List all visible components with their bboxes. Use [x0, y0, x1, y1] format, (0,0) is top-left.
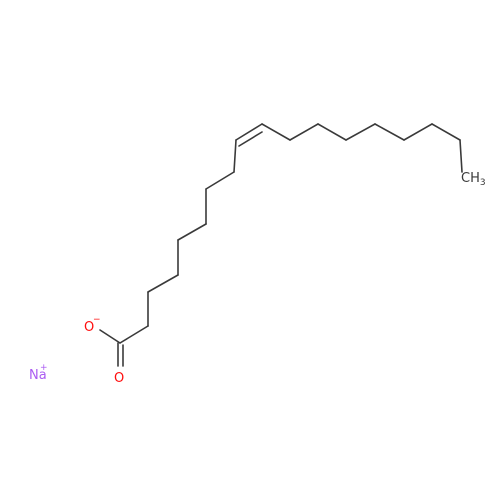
bond-c8-c9	[233, 139, 237, 173]
bond-c12-c13	[317, 123, 347, 141]
bond-c15-c16	[403, 123, 433, 141]
bond-c11-c12	[289, 123, 319, 141]
methyl-subscript: 3	[480, 178, 486, 188]
bond-c1-o-minus	[99, 329, 121, 344]
bond-c10-c11	[261, 123, 291, 141]
methyl-ch: CH	[461, 171, 480, 186]
methyl-label: CH3	[461, 171, 486, 188]
bond-c1-c2	[119, 325, 149, 344]
bond-c17-c18	[459, 139, 463, 173]
carbonyl-oxygen-label: O	[114, 371, 124, 386]
sodium-positive-charge: +	[40, 363, 48, 373]
bond-c13-c14	[345, 123, 376, 141]
bond-c9-c10	[235, 123, 263, 141]
oxygen-anion-label: O	[84, 320, 94, 335]
bond-c5-c6	[177, 223, 207, 241]
bond-c7-c8	[205, 171, 235, 190]
double-bond-inner-line	[238, 131, 263, 147]
oxygen-negative-charge: −	[93, 315, 101, 325]
bond-skeleton	[99, 123, 463, 367]
bond-c16-c17	[431, 123, 461, 141]
bond-c3-c4	[147, 274, 179, 293]
bond-c14-c15	[374, 123, 405, 141]
sodium-label: Na	[29, 368, 47, 383]
